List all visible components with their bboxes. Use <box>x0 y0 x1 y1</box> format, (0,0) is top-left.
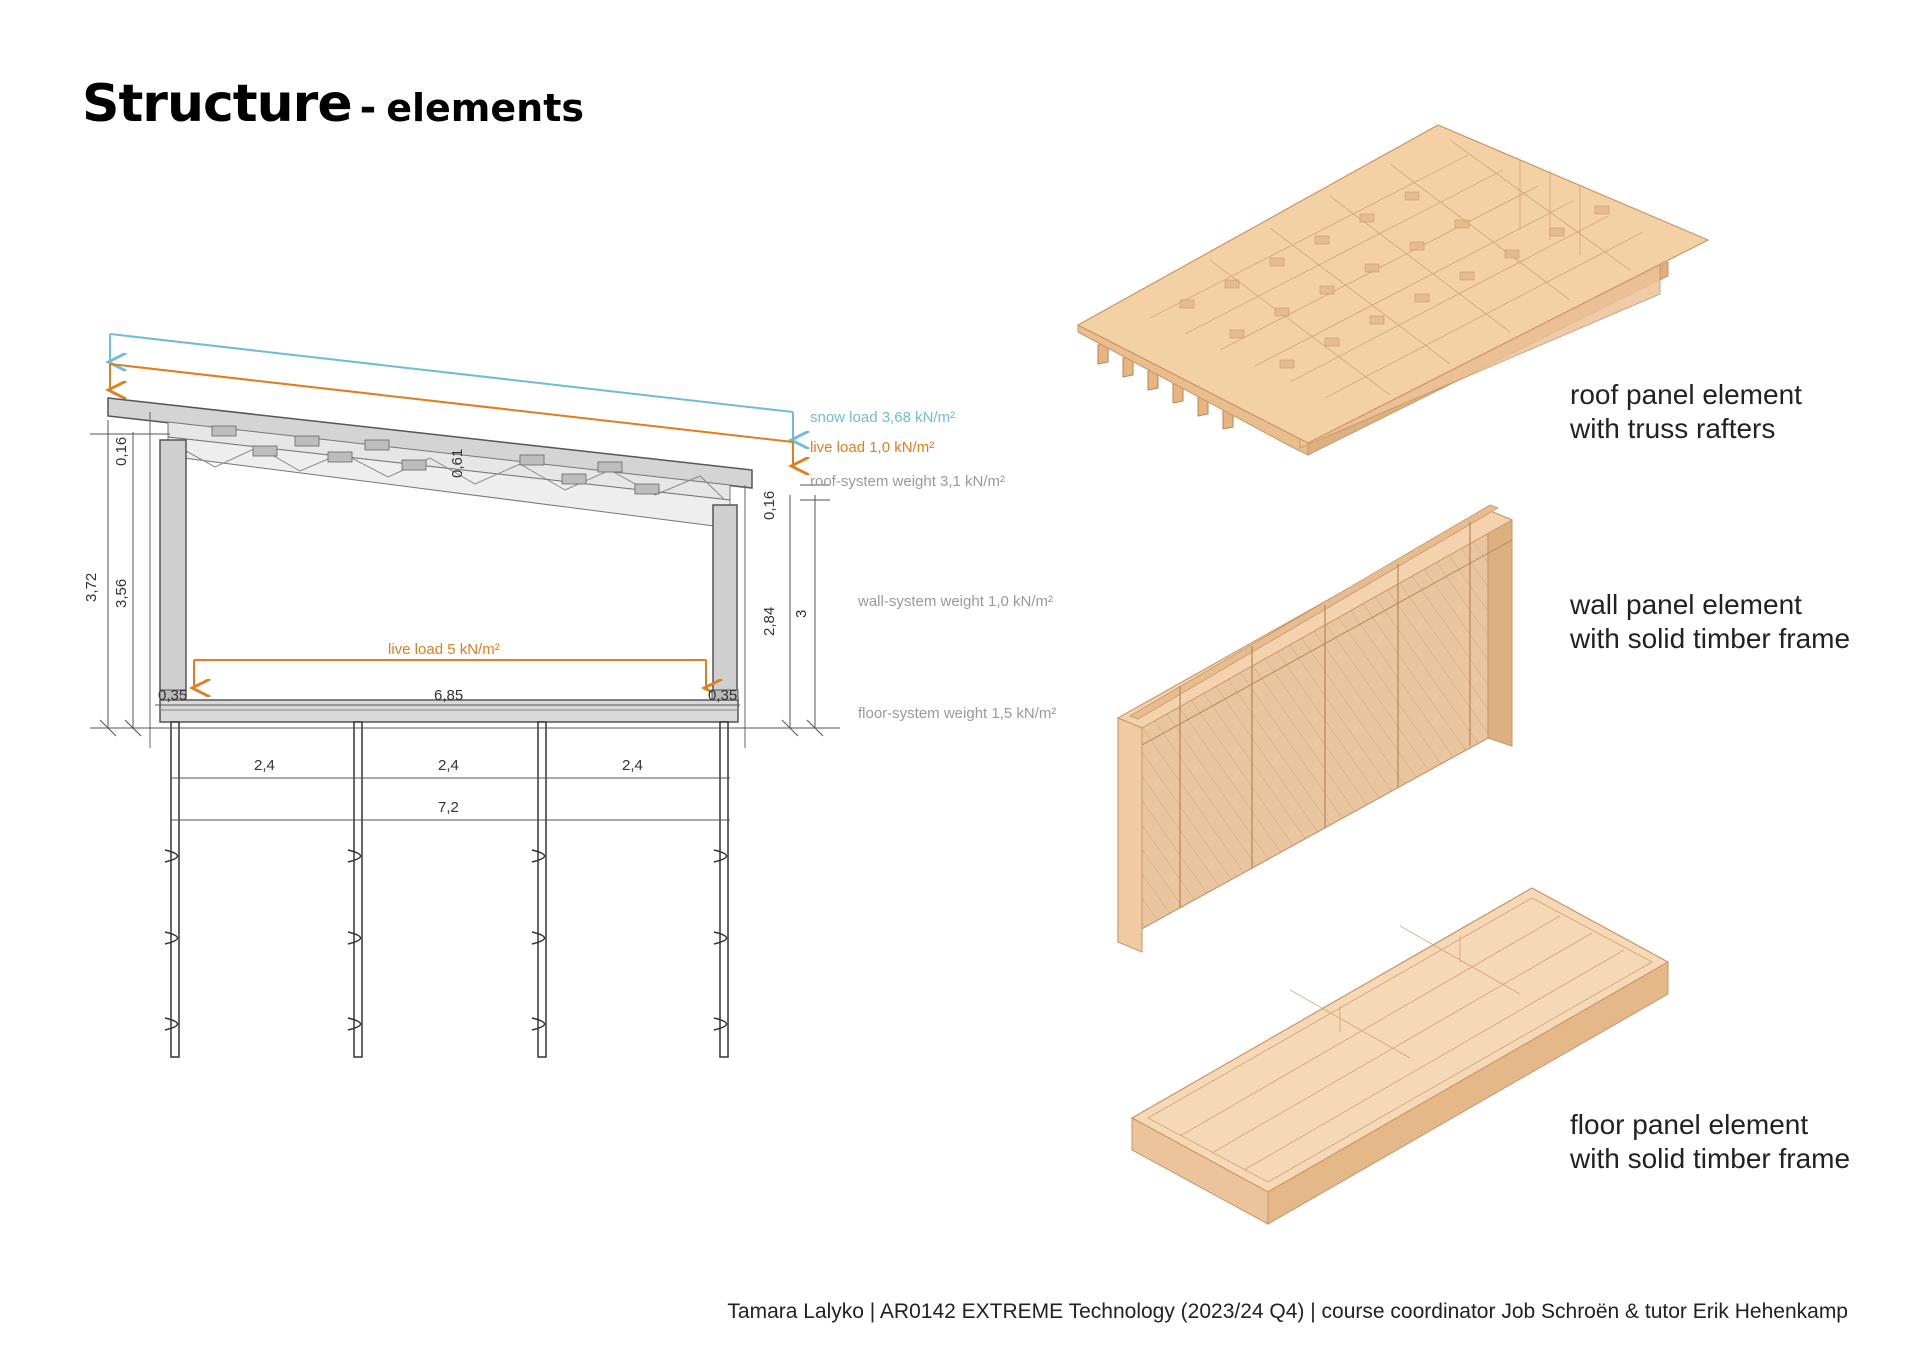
floor-panel-caption: floor panel element with solid timber fr… <box>1570 1108 1850 1176</box>
wall-caption-line1: wall panel element <box>1570 589 1802 620</box>
wall-panel-illustration <box>1116 504 1514 953</box>
screw-pile-3 <box>531 721 547 1058</box>
snow-load-arrows <box>110 333 793 440</box>
roof-caption-line1: roof panel element <box>1570 379 1802 410</box>
roof-live-load-label: live load 1,0 kN/m² <box>810 439 934 456</box>
dim-bay-2: 2,4 <box>438 757 459 774</box>
structural-section: snow load 3,68 kN/m² live load 1,0 kN/m²… <box>83 333 1056 1058</box>
dim-total-height: 3,72 <box>83 573 100 602</box>
dim-roof-edge-left: 0,16 <box>113 437 130 466</box>
title-sub: elements <box>386 86 584 130</box>
floor-system-weight-label: floor-system weight 1,5 kN/m² <box>858 705 1056 722</box>
title-main: Structure <box>82 74 353 134</box>
floor-panel-illustration <box>1130 887 1670 1225</box>
footer-credits: Tamara Lalyko | AR0142 EXTREME Technolog… <box>727 1300 1848 1323</box>
floor-caption-line1: floor panel element <box>1570 1109 1809 1140</box>
roof-live-load-arrows <box>110 363 793 466</box>
dim-wall-right: 0,35 <box>708 687 737 704</box>
dim-floor-span: 6,85 <box>434 687 463 704</box>
dim-right-total: 3 <box>793 610 810 618</box>
wall-system-weight-label: wall-system weight 1,0 kN/m² <box>857 593 1053 610</box>
wall-caption-line2: with solid timber frame <box>1570 623 1851 654</box>
left-wall-section <box>149 412 187 748</box>
roof-caption-line2: with truss rafters <box>1570 413 1776 444</box>
floor-live-load-arrows <box>194 659 706 688</box>
screw-piles <box>164 721 729 1058</box>
roof-panel-caption: roof panel element with truss rafters <box>1570 378 1802 446</box>
screw-pile-1 <box>164 721 180 1058</box>
roof-section <box>107 397 753 529</box>
dim-total-width: 7,2 <box>438 799 459 816</box>
dim-bay-3: 2,4 <box>622 757 643 774</box>
wall-panel-caption: wall panel element with solid timber fra… <box>1570 588 1850 656</box>
dim-wall-left: 0,35 <box>158 687 187 704</box>
dim-bay-1: 2,4 <box>254 757 275 774</box>
dim-wall-height-left: 3,56 <box>113 579 130 608</box>
screw-pile-4 <box>713 721 729 1058</box>
title-dash: - <box>359 85 377 131</box>
page-title: Structure-elements <box>82 74 584 134</box>
dimension-lines <box>90 420 840 821</box>
dim-roof-depth: 0,61 <box>449 449 466 478</box>
dim-wall-height-right: 2,84 <box>761 607 778 636</box>
roof-panel-illustration <box>1076 124 1710 456</box>
floor-live-load-label: live load 5 kN/m² <box>388 641 500 658</box>
roof-system-weight-label: roof-system weight 3,1 kN/m² <box>810 473 1005 490</box>
dim-roof-edge-right: 0,16 <box>761 491 778 520</box>
floor-caption-line2: with solid timber frame <box>1570 1143 1851 1174</box>
screw-pile-2 <box>347 721 363 1058</box>
snow-load-label: snow load 3,68 kN/m² <box>810 409 955 426</box>
